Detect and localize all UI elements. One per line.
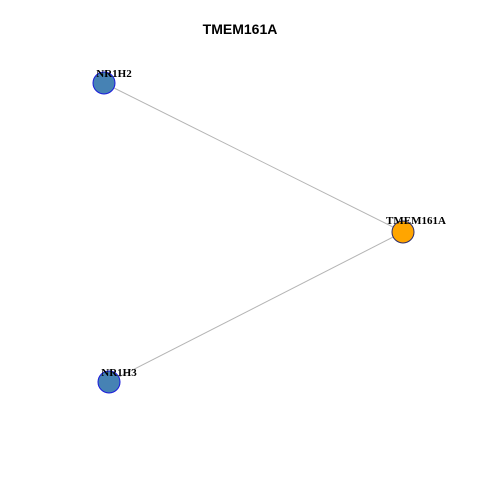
edge-nr1h2-tmem161a bbox=[103, 82, 404, 233]
edge-nr1h3-tmem161a bbox=[108, 231, 404, 383]
node-circle bbox=[92, 71, 116, 95]
node-label: NR1H3 bbox=[101, 367, 137, 379]
node-circle bbox=[391, 220, 415, 244]
node-nr1h2: NR1H2 bbox=[92, 68, 132, 95]
figure-title: TMEM161A bbox=[202, 21, 278, 37]
node-circle bbox=[97, 370, 121, 394]
node-label: NR1H2 bbox=[96, 68, 132, 80]
node-label: TMEM161A bbox=[386, 215, 446, 227]
edges-layer bbox=[103, 82, 404, 383]
node-tmem161a: TMEM161A bbox=[386, 215, 446, 244]
node-nr1h3: NR1H3 bbox=[97, 367, 137, 394]
